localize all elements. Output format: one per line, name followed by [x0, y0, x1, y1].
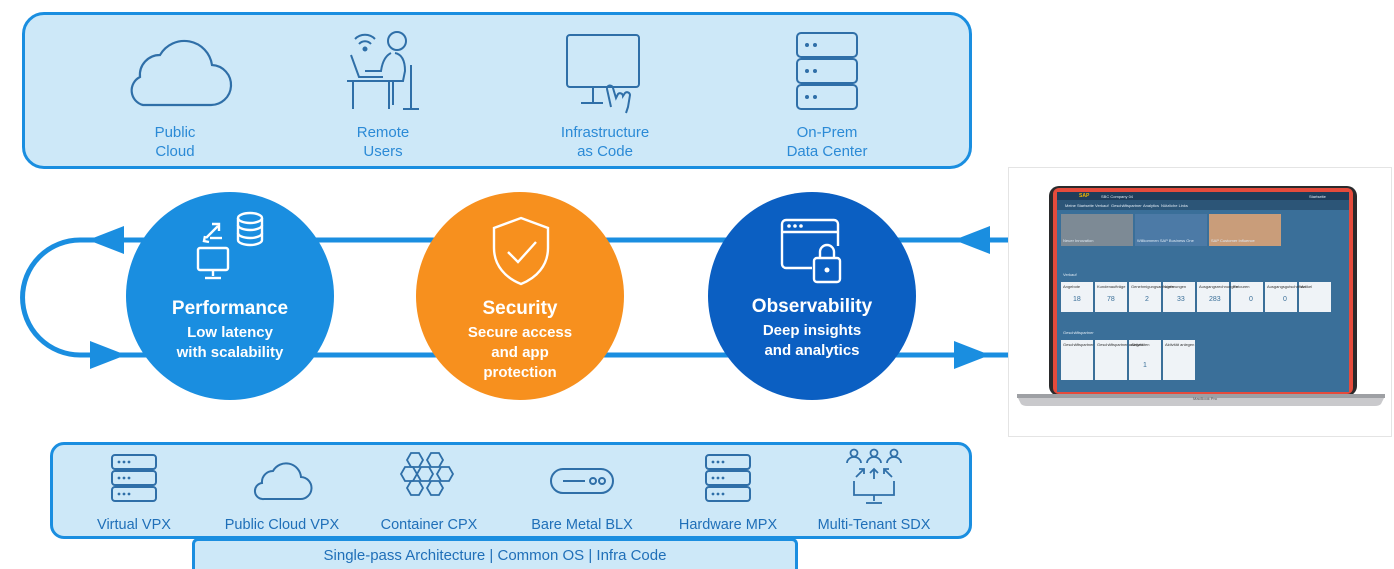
- bottom-item-hardware-mpx: Hardware MPX: [653, 445, 803, 542]
- laptop-tab-bp[interactable]: Geschäftspartner: [1111, 203, 1142, 208]
- server-stack-icon: [705, 454, 751, 502]
- bottom-item-label: Multi-Tenant SDX: [817, 517, 931, 533]
- laptop-tile-value: 283: [1209, 296, 1221, 303]
- remote-user-icon: [347, 31, 419, 110]
- laptop-tile-label: Ausgangsgutschriften: [1267, 284, 1306, 289]
- laptop-banner[interactable]: Neuer Innovation: [1063, 238, 1094, 243]
- top-item-remote-users: Remote Users: [293, 15, 473, 172]
- bottom-item-label: Container CPX: [380, 517, 478, 533]
- arrow-right-1: [90, 341, 126, 369]
- cloud-icon: [253, 462, 313, 501]
- laptop-model-label: MacBook Pro: [1193, 396, 1218, 401]
- arrow-left-2: [954, 226, 990, 254]
- form-factors-panel: Virtual VPX Public Cloud VPX Container C…: [50, 442, 972, 539]
- flow-loop-left: [20, 237, 88, 358]
- deployment-sources-panel: Public Cloud Remote Users Infrastructure…: [22, 12, 972, 169]
- hexagon-grid-icon: [399, 452, 455, 496]
- top-item-label: Infrastructure as Code: [560, 124, 650, 160]
- laptop-tab-sales[interactable]: Verkauf: [1095, 203, 1109, 208]
- laptop-tab-home[interactable]: Meine Startseite: [1065, 203, 1094, 208]
- laptop-tile-label: Lieferungen: [1165, 284, 1187, 289]
- pillar-subtitle: Low latency with scalability: [176, 324, 284, 361]
- cloud-icon: [130, 39, 233, 107]
- laptop-banner[interactable]: SAP Customer Influence: [1211, 238, 1255, 243]
- laptop-illustration: [1017, 186, 1385, 406]
- laptop-page-title: Startseite: [1309, 194, 1326, 199]
- hardware-unit-icon: [550, 468, 614, 494]
- top-item-on-prem: On-Prem Data Center: [737, 15, 917, 172]
- laptop-tile-label: Artikel: [1301, 284, 1313, 289]
- arrow-right-2: [954, 341, 990, 369]
- server-rack-icon: [796, 32, 858, 110]
- pillar-performance: Performance Low latency with scalability: [126, 192, 334, 400]
- shield-check-icon: [492, 216, 550, 286]
- pillar-subtitle: Deep insights and analytics: [762, 322, 862, 359]
- bottom-item-public-cloud-vpx: Public Cloud VPX: [207, 445, 357, 542]
- laptop-tile-value: 18: [1073, 296, 1081, 303]
- pillar-title: Security: [482, 298, 558, 319]
- database-transfer-icon: [196, 211, 264, 280]
- laptop-company: SBC Company 04: [1101, 194, 1134, 199]
- top-item-public-cloud: Public Cloud: [85, 15, 265, 172]
- arrow-left-1: [88, 226, 124, 254]
- pillar-security: Security Secure access and app protectio…: [416, 192, 624, 400]
- laptop-tile-value: 33: [1177, 296, 1185, 303]
- laptop-banner[interactable]: Willkommen SAP Business One: [1137, 238, 1194, 243]
- browser-lock-icon: [780, 218, 842, 284]
- laptop-tile-value: 0: [1283, 296, 1287, 303]
- bottom-item-bare-metal-blx: Bare Metal BLX: [507, 445, 657, 542]
- bottom-item-label: Hardware MPX: [678, 517, 778, 533]
- architecture-footer: Single-pass Architecture | Common OS | I…: [192, 538, 798, 569]
- laptop-tile-value: 2: [1145, 296, 1149, 303]
- bottom-item-container-cpx: Container CPX: [354, 445, 504, 542]
- laptop-section-sales: Verkauf: [1063, 272, 1077, 277]
- monitor-touch-icon: [566, 34, 640, 114]
- server-stack-icon: [111, 454, 157, 502]
- laptop-tile-label: Kundenaufträge: [1097, 284, 1126, 289]
- bottom-item-label: Virtual VPX: [97, 517, 171, 533]
- top-item-label: Remote Users: [356, 124, 410, 160]
- laptop-tile-label: Retouren: [1233, 284, 1250, 289]
- laptop-bp-tile-label: Aktivität anlegen: [1165, 342, 1195, 347]
- laptop-tile-label: Ausgangsrechnungen: [1199, 284, 1238, 289]
- laptop-bp-tile-label: Aktivitäten: [1131, 342, 1150, 347]
- laptop-tile-value: 0: [1249, 296, 1253, 303]
- bottom-item-virtual-vpx: Virtual VPX: [59, 445, 209, 542]
- laptop-section-bp: Geschäftspartner: [1063, 330, 1094, 335]
- multi-tenant-icon: [846, 448, 902, 504]
- pillar-title: Observability: [751, 296, 873, 317]
- laptop-screenshot: SAP SBC Company 04 Startseite Meine Star…: [1008, 167, 1392, 437]
- bottom-item-label: Bare Metal BLX: [531, 517, 633, 533]
- laptop-tile-label: Genehmigungsanfragen: [1131, 284, 1174, 289]
- top-item-label: On-Prem Data Center: [786, 124, 868, 160]
- laptop-bp-tile-value: 1: [1143, 362, 1147, 369]
- top-item-label: Public Cloud: [154, 124, 196, 160]
- bottom-item-multi-tenant-sdx: Multi-Tenant SDX: [799, 445, 949, 542]
- pillar-observability: Observability Deep insights and analytic…: [708, 192, 916, 400]
- laptop-tile-value: 78: [1107, 296, 1115, 303]
- laptop-bp-tile-label: Geschäftspartner: [1063, 342, 1094, 347]
- pillar-subtitle: Secure access and app protection: [467, 324, 573, 381]
- top-item-infra-as-code: Infrastructure as Code: [515, 15, 695, 172]
- laptop-tab-analytics[interactable]: Analytics: [1143, 203, 1160, 208]
- pillar-title: Performance: [171, 298, 289, 319]
- laptop-tile-label: Angebote: [1063, 284, 1081, 289]
- laptop-brand: SAP: [1079, 193, 1090, 199]
- bottom-item-label: Public Cloud VPX: [224, 517, 340, 533]
- laptop-tab-links[interactable]: Nützliche Links: [1161, 203, 1188, 208]
- laptop-bp-tile-label: Geschäftspartner anlegen: [1097, 342, 1144, 347]
